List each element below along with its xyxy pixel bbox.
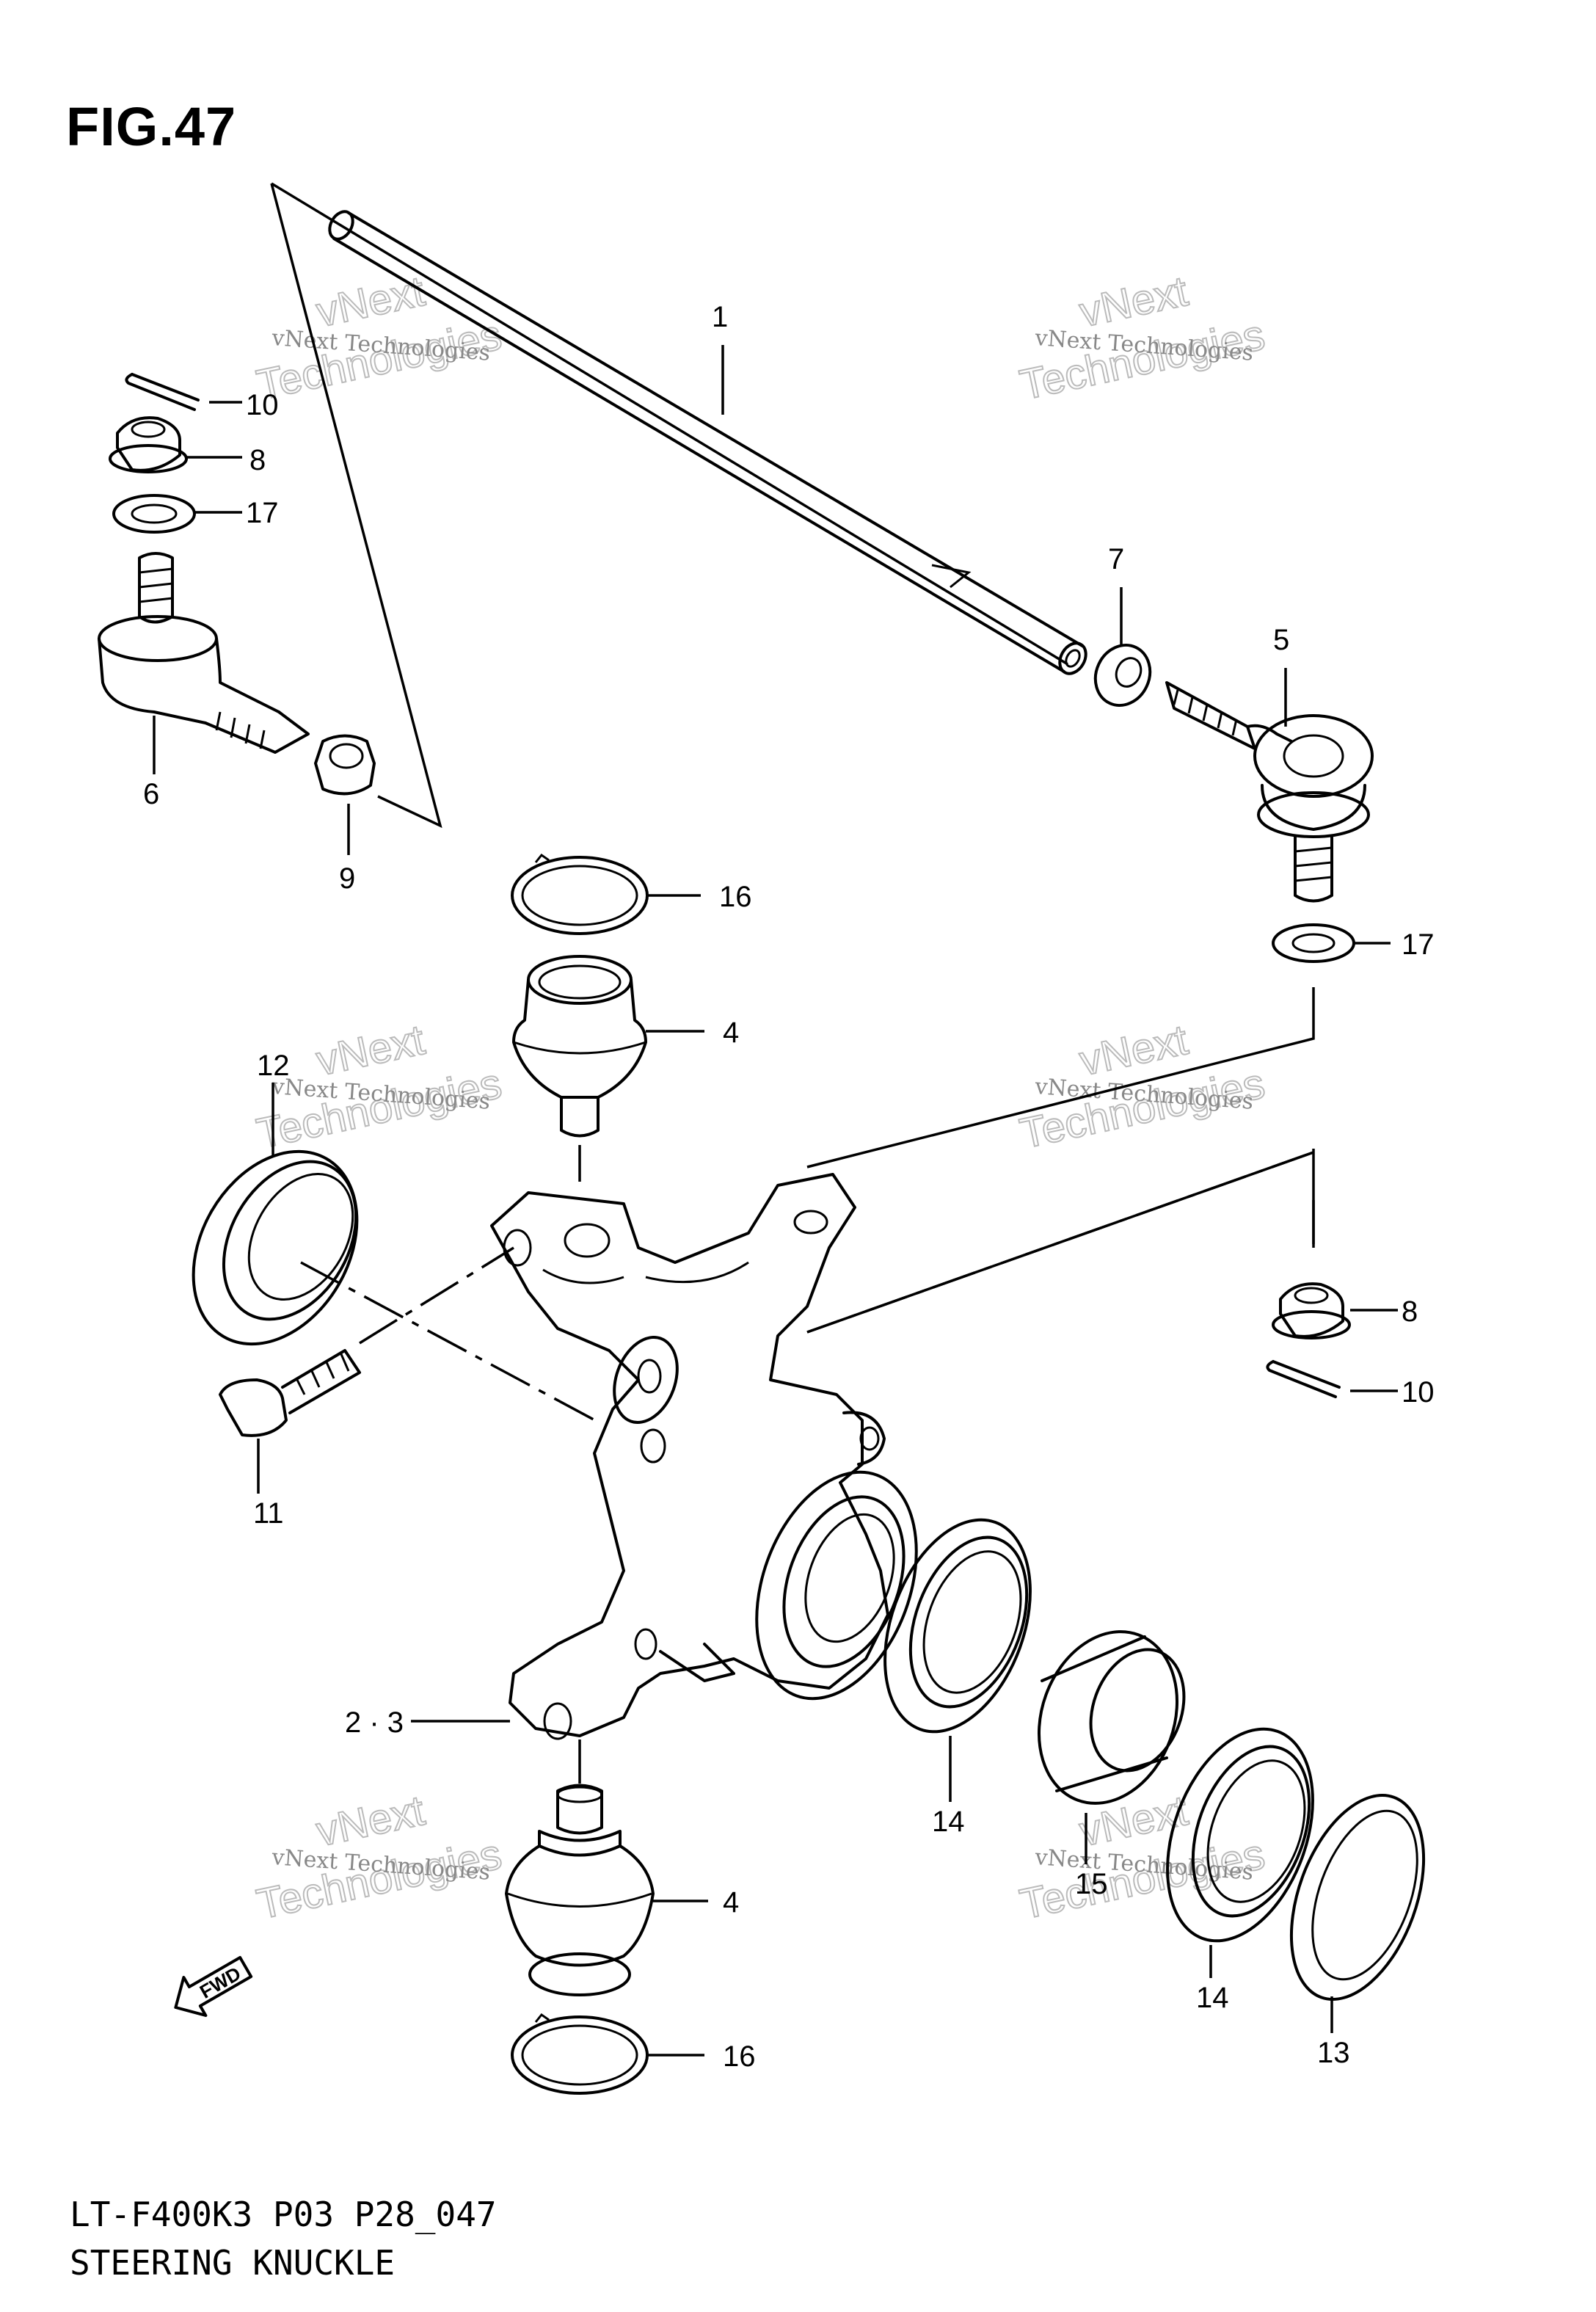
callout-8: 8 — [249, 444, 266, 476]
castle-nut-8-right — [1272, 1282, 1351, 1339]
tie-rod-end-left — [98, 552, 310, 754]
callout-14-right: 14 — [1196, 1982, 1229, 2014]
watermark-brand: vNext — [313, 1786, 429, 1855]
cotter-pin-10-left — [125, 373, 200, 411]
callout-16-lower: 16 — [723, 2040, 756, 2073]
callout-12: 12 — [257, 1050, 290, 1082]
callout-1: 1 — [712, 301, 728, 333]
watermark-brand: vNext — [1076, 267, 1192, 336]
callout-15: 15 — [1075, 1868, 1108, 1900]
callout-4-lower: 4 — [723, 1886, 739, 1919]
callout-14: 14 — [932, 1806, 965, 1838]
figure-title: FIG.47 — [66, 96, 237, 157]
watermark-brand: vNext — [313, 1016, 429, 1085]
nut-7 — [1093, 644, 1152, 707]
circlip-16-bottom — [511, 2013, 649, 2095]
callout-10: 10 — [246, 389, 279, 421]
spacer-15 — [1037, 1630, 1186, 1805]
ball-joint-upper — [512, 955, 647, 1138]
ball-joint-lower — [505, 1784, 655, 1996]
callout-4: 4 — [723, 1017, 739, 1049]
callout-16: 16 — [719, 881, 752, 913]
tie-rod — [328, 210, 1087, 675]
callout-6: 6 — [143, 778, 159, 810]
watermark-brand: vNext — [313, 267, 429, 336]
assembly-bracket-top — [271, 182, 1068, 666]
callout-10-right: 10 — [1402, 1376, 1435, 1408]
callout-2-3: 2 · 3 — [345, 1706, 404, 1739]
model-code: LT-F400K3 P03 P28_047 — [70, 2195, 497, 2234]
callout-5: 5 — [1273, 624, 1289, 656]
dash-nut-to-knuckle — [806, 1151, 1314, 1334]
nut-9 — [314, 734, 376, 796]
steering-knuckle — [490, 1173, 918, 1740]
callout-11: 11 — [253, 1497, 284, 1530]
bearing-14-left — [883, 1518, 1032, 1734]
watermark-group: vNext Technologies vNext Technologies vN… — [252, 266, 1269, 1929]
dash-seal-to-knuckle — [300, 1261, 602, 1425]
leader-tierod-to-knuckle — [806, 987, 1315, 1168]
callout-17: 17 — [246, 497, 279, 529]
callout-7: 7 — [1108, 543, 1124, 575]
callout-8-right: 8 — [1402, 1295, 1418, 1328]
washer-17-left — [112, 494, 196, 534]
circlip-16-top — [511, 853, 649, 935]
cotter-pin-10-right — [1266, 1360, 1341, 1398]
oil-seal-13 — [1289, 1794, 1426, 2001]
bolt-11 — [219, 1349, 361, 1437]
callout-9: 9 — [339, 862, 355, 895]
dash-bolt-to-knuckle — [359, 1246, 514, 1345]
castle-nut-8-left — [109, 416, 188, 473]
callout-labels: 1 10 8 17 7 5 6 9 16 17 4 12 8 10 11 2 ·… — [143, 301, 1435, 2073]
washer-17-right — [1272, 923, 1355, 963]
figure-caption: STEERING KNUCKLE — [70, 2243, 396, 2283]
tie-rod-end-right — [1165, 681, 1374, 903]
callout-13: 13 — [1317, 2037, 1350, 2069]
assembly-bracket-left — [270, 183, 442, 829]
callout-17-right: 17 — [1402, 928, 1435, 961]
oil-seal-12 — [192, 1149, 359, 1346]
bearing-14-right — [1166, 1727, 1314, 1943]
forward-direction-arrow-icon: FWD — [174, 1956, 253, 2017]
